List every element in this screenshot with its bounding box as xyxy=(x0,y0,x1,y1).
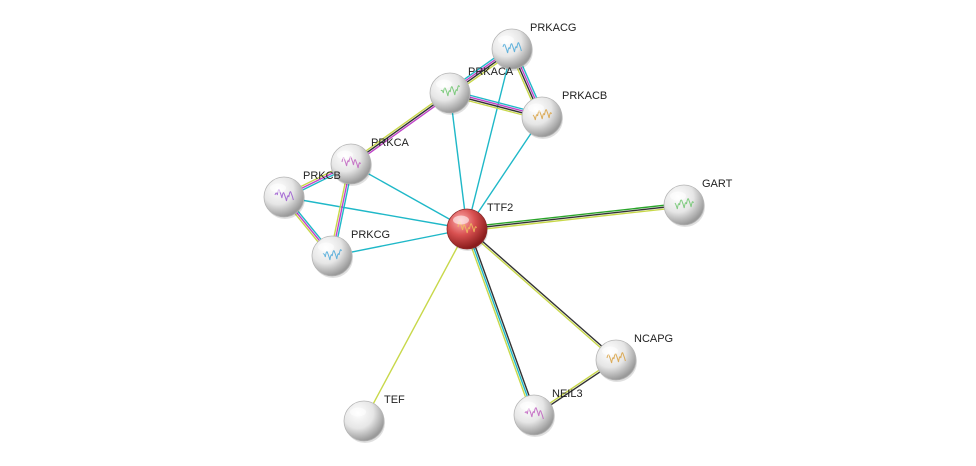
edge-strand xyxy=(464,229,533,416)
node-label-ncapg: NCAPG xyxy=(634,333,673,345)
node-highlight xyxy=(520,401,536,411)
node-prkaca[interactable]: PRKACA xyxy=(429,66,514,115)
node-label-prkacb: PRKACB xyxy=(562,90,607,102)
node-label-gart: GART xyxy=(702,178,733,190)
edge-ttf2-neil3[interactable] xyxy=(464,228,537,416)
node-prkca[interactable]: PRKCA xyxy=(330,137,410,186)
node-sphere xyxy=(343,400,385,442)
node-highlight xyxy=(318,242,334,252)
node-prkcb[interactable]: PRKCB xyxy=(263,170,341,219)
node-sphere xyxy=(429,72,471,114)
edge-ttf2-prkca[interactable] xyxy=(350,163,468,230)
edge-strand xyxy=(467,206,685,232)
edge-strand xyxy=(466,202,684,228)
node-label-neil3: NEIL3 xyxy=(552,388,583,400)
node-tef[interactable]: TEF xyxy=(343,394,405,443)
node-sphere xyxy=(491,28,533,70)
node-label-prkcg: PRKCG xyxy=(351,229,390,241)
node-highlight xyxy=(602,346,618,356)
node-highlight xyxy=(670,191,686,201)
node-neil3[interactable]: NEIL3 xyxy=(513,388,583,437)
edge-ttf2-prkcg[interactable] xyxy=(331,228,468,257)
protein-structure-icon xyxy=(606,352,626,364)
edge-strand xyxy=(350,163,468,230)
edge-strand xyxy=(466,116,543,230)
node-highlight xyxy=(337,150,353,160)
node-highlight xyxy=(350,407,366,417)
protein-structure-icon xyxy=(457,221,477,234)
node-highlight xyxy=(270,183,286,193)
node-label-ttf2: TTF2 xyxy=(487,202,513,214)
edge-ttf2-prkcb[interactable] xyxy=(283,196,468,230)
edge-strand xyxy=(283,196,468,230)
edge-strand xyxy=(466,228,535,416)
node-prkacg[interactable]: PRKACG xyxy=(491,22,576,71)
nodes-layer: TTF2 PRKACG PRKACA PRKACB PRKCA PRKCB PRKCG GAR… xyxy=(263,22,733,443)
edge-ttf2-prkaca[interactable] xyxy=(449,92,468,230)
edge-ttf2-gart[interactable] xyxy=(466,202,685,232)
node-prkcg[interactable]: PRKCG xyxy=(311,229,390,278)
node-label-tef: TEF xyxy=(384,394,405,406)
protein-structure-icon xyxy=(341,156,361,169)
node-gart[interactable]: GART xyxy=(663,178,733,227)
protein-structure-icon xyxy=(440,85,460,97)
protein-structure-icon xyxy=(502,42,522,54)
node-label-prkca: PRKCA xyxy=(371,137,410,149)
edge-strand xyxy=(468,228,537,415)
node-ncapg[interactable]: NCAPG xyxy=(595,333,673,382)
node-label-prkacg: PRKACG xyxy=(530,22,576,34)
edge-strand xyxy=(465,229,616,362)
edge-strand xyxy=(466,204,685,230)
node-sphere xyxy=(263,176,305,218)
node-sphere xyxy=(446,208,488,250)
edge-ttf2-tef[interactable] xyxy=(363,228,468,422)
protein-structure-icon xyxy=(322,249,342,261)
node-ttf2[interactable]: TTF2 xyxy=(446,202,513,251)
node-label-prkaca: PRKACA xyxy=(468,66,514,78)
node-sphere xyxy=(663,184,705,226)
edge-strand xyxy=(363,228,468,422)
node-label-prkcb: PRKCB xyxy=(303,170,341,182)
node-highlight xyxy=(528,103,544,113)
edge-strand xyxy=(467,227,618,360)
edge-ttf2-prkacb[interactable] xyxy=(466,116,543,230)
node-sphere xyxy=(595,339,637,381)
node-highlight xyxy=(498,35,514,45)
node-sphere xyxy=(513,394,555,436)
node-prkacb[interactable]: PRKACB xyxy=(521,90,607,139)
edge-strand xyxy=(331,228,468,257)
protein-structure-icon xyxy=(674,198,694,210)
edge-ttf2-prkacg[interactable] xyxy=(466,48,513,230)
protein-structure-icon xyxy=(532,109,552,121)
edge-ttf2-ncapg[interactable] xyxy=(465,227,618,362)
node-highlight xyxy=(453,215,469,225)
edge-strand xyxy=(449,92,468,230)
node-highlight xyxy=(436,79,452,89)
edge-strand xyxy=(466,48,513,230)
